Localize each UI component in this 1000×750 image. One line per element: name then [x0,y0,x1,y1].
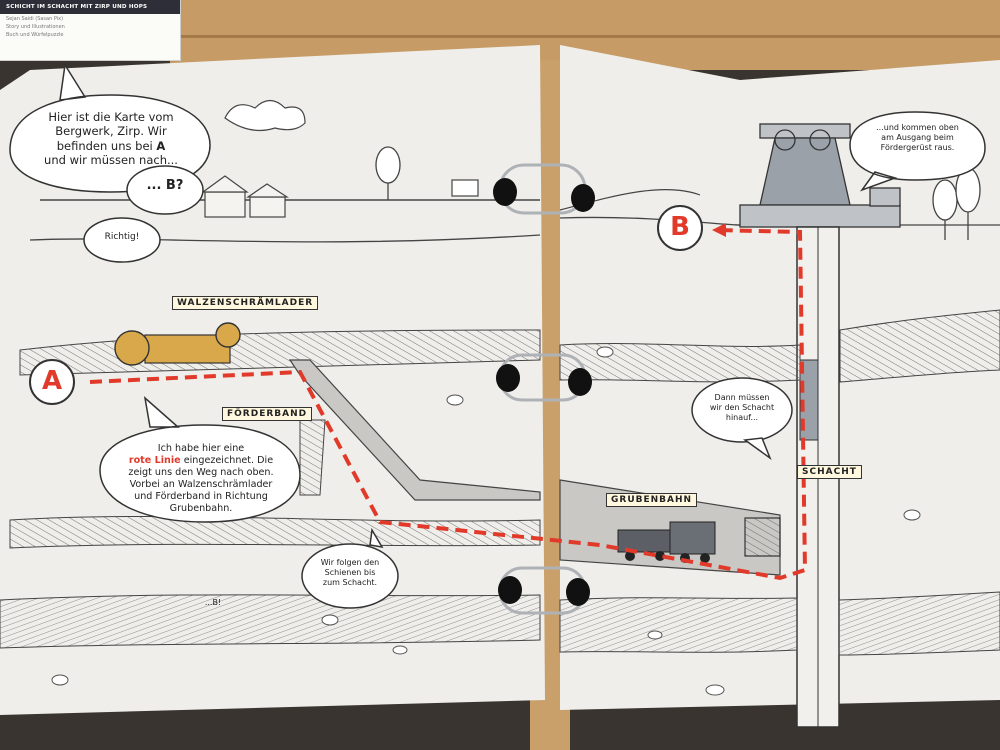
bubble-text: Ich habe hier eine [157,443,245,454]
bubble-b-question: ... B? [146,178,184,193]
bubble-text: rote Linie eingezeichnet. Die [128,454,274,466]
bubble-map-intro: Hier ist die Karte vom Bergwerk, Zirp. W… [22,110,200,168]
label-card-line: Story und Illustrationen [6,24,65,30]
label-card-title: SCHICHT IM SCHACHT MIT ZIRP UND HOPS [0,0,180,14]
bubble-text: Wir folgen den [320,558,380,567]
bubble-text: hinauf... [725,413,759,422]
bubble-text: ...und kommen oben [876,123,959,132]
headframe-tower [739,123,901,228]
marker-a: A [41,366,63,396]
bubble-text: zeigt uns den Weg nach oben. [128,466,274,478]
bubble-text: Hier ist die Karte vom [48,110,174,124]
bubble-text: Bergwerk, Zirp. Wir [55,124,167,139]
label-card-line: Sejan Saidi (Sasan Pix) [6,16,64,22]
bubble-red-line: Ich habe hier eine rote Linie eingezeich… [105,443,297,515]
bubble-text: und wir müssen nach... [44,153,178,168]
sign-grubenbahn: GRUBENBAHN [606,493,698,507]
red-line-highlight: rote Linie [128,454,181,466]
bubble-text: am Ausgang beim [881,133,954,142]
bubble-text: zum Schacht. [322,578,378,587]
bubble-richtig: Richtig! [104,232,140,242]
bubble-text: Fördergerüst raus. [880,143,955,152]
speech-bubbles [9,62,986,609]
bubble-text: Vorbei an Walzenschrämlader [129,478,273,490]
shearer-machine [114,322,241,366]
bubble-text: befinden uns bei A [56,138,166,153]
marker-b: B [670,212,690,242]
bubble-shaft-up: Dann müssen wir den Schacht hinauf... [696,393,788,423]
left-page [0,45,545,715]
sign-schacht: SCHACHT [797,465,862,479]
bubble-text: wir den Schacht [709,403,775,412]
label-card-line: Buch und Würfelpuzzle [6,32,64,38]
bubble-letter-a: A [156,138,166,153]
bubble-text: und Förderband in Richtung [134,490,268,502]
bubble-b-small: ...B! [204,598,222,607]
sign-foerderband: FÖRDERBAND [222,407,313,421]
bubble-text: Schienen bis [324,568,376,577]
red-route-line [89,228,808,581]
mine-train [617,521,716,563]
sign-walzenschraemlader: WALZENSCHRÄMLADER [172,296,319,310]
marker-a-circle [29,359,75,405]
exhibit-label-card: SCHICHT IM SCHACHT MIT ZIRP UND HOPS Sej… [0,0,181,61]
bubble-text: Dann müssen [714,393,770,402]
bubble-rails: Wir folgen den Schienen bis zum Schacht. [306,558,394,588]
marker-b-circle [657,205,703,251]
bubble-exit: ...und kommen oben am Ausgang beim Förde… [855,123,980,153]
bubble-text: Grubenbahn. [169,502,233,514]
